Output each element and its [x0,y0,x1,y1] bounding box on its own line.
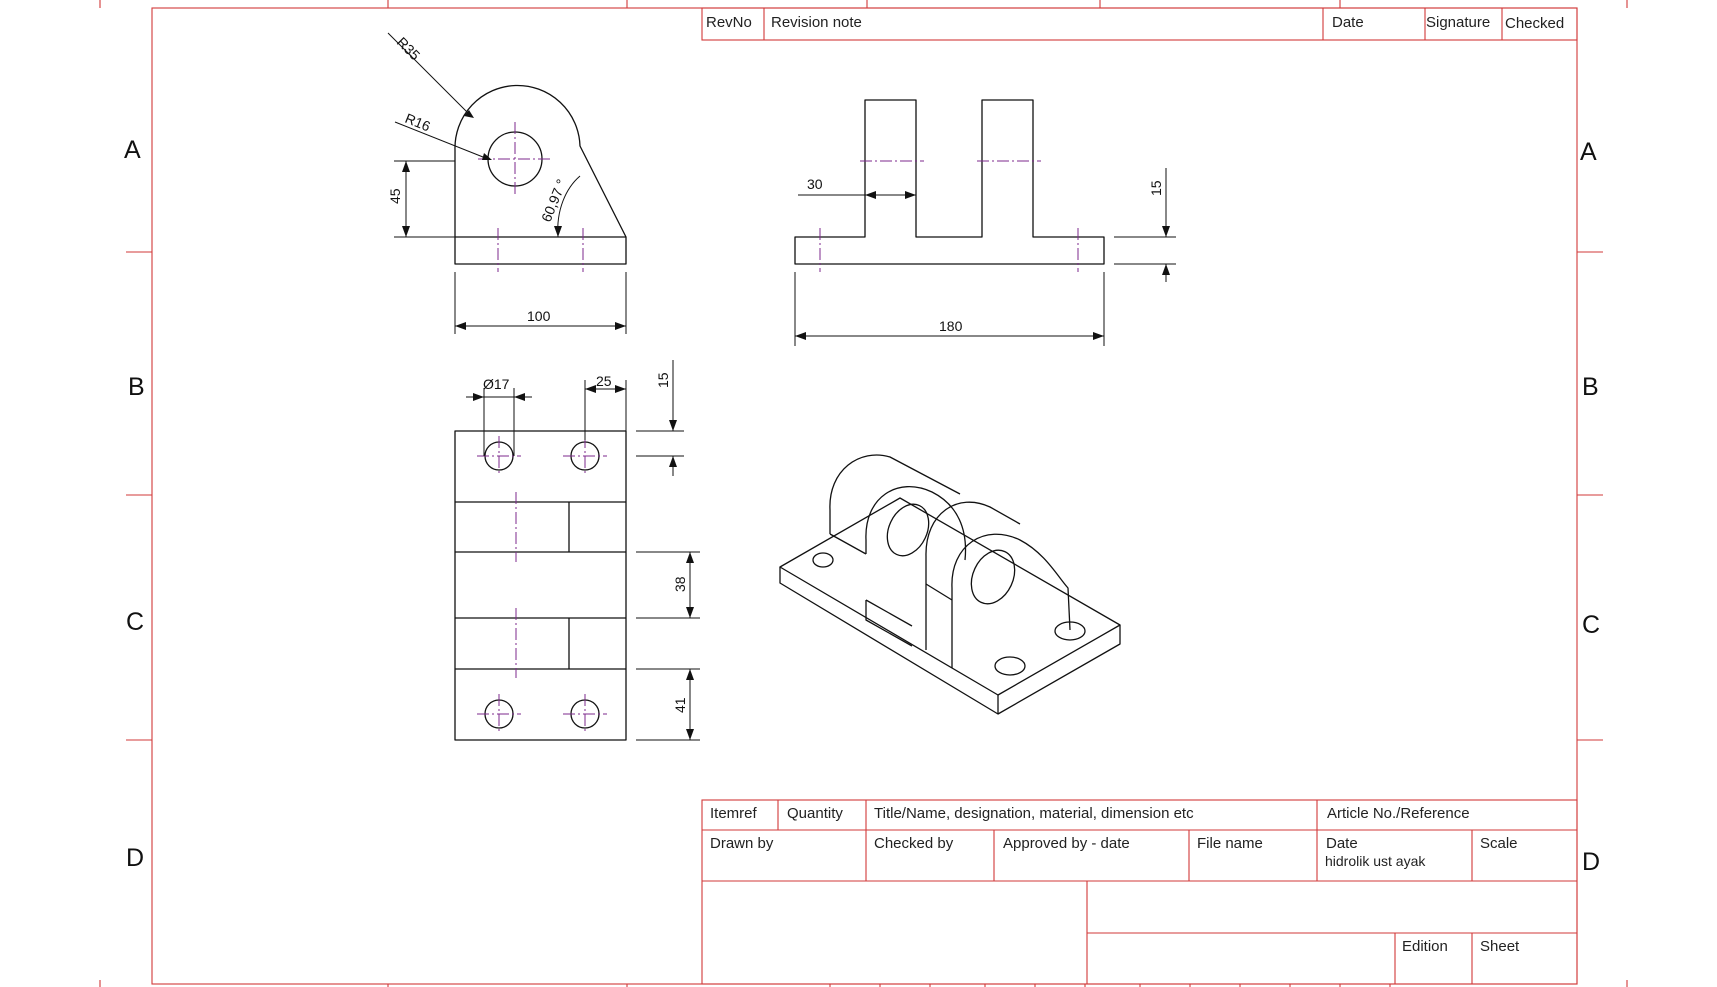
dim-41-label: 41 [672,697,688,713]
front-view: 30 15 180 [794,99,1176,346]
zone-label-b-right: B [1582,373,1599,401]
zone-label-a-left: A [124,136,141,164]
quantity-label: Quantity [787,805,843,822]
date-label: Date [1326,835,1358,852]
zone-label-c-right: C [1582,611,1600,639]
dim-dia17-label: Ø17 [483,376,510,392]
dim-r16-label: R16 [403,110,433,135]
drawing-frame [99,0,1628,987]
isometric-view [779,454,1121,715]
title-block: Itemref Quantity Title/Name, designation… [701,799,1578,985]
zone-label-c-left: C [126,608,144,636]
zone-label-d-right: D [1582,848,1600,876]
revision-revno-header: RevNo [706,14,752,31]
scale-label: Scale [1480,835,1518,852]
dim-15-top-label: 15 [655,372,671,388]
file-name-label: File name [1197,835,1263,852]
dim-15-front-label: 15 [1148,180,1164,196]
dim-r35-label: R35 [394,34,424,64]
checked-by-label: Checked by [874,835,954,852]
sheet-label: Sheet [1480,938,1520,955]
revision-table: RevNo Revision note Date Signature Check… [701,7,1578,41]
revision-date-header: Date [1332,14,1364,31]
dim-angle-label: 60,97 ° [538,177,570,224]
side-view: R35 R16 45 60,97 ° 100 [387,32,627,334]
zone-label-d-left: D [126,844,144,872]
zone-labels: A B C D A B C D [124,136,1600,876]
dim-25-label: 25 [596,373,612,389]
dim-38-label: 38 [672,576,688,592]
zone-label-a-right: A [1580,138,1597,166]
drawn-by-label: Drawn by [710,835,774,852]
top-view: Ø17 25 15 38 41 [454,360,700,741]
zone-label-b-left: B [128,373,145,401]
dim-100-label: 100 [527,308,551,324]
title-label: Title/Name, designation, material, dimen… [874,805,1194,822]
article-label: Article No./Reference [1327,805,1470,822]
dim-180-label: 180 [939,318,963,334]
revision-checked-header: Checked [1505,15,1564,32]
date-value: hidrolik ust ayak [1325,853,1426,869]
revision-signature-header: Signature [1426,14,1490,31]
revision-note-header: Revision note [771,14,862,31]
dim-30-label: 30 [807,176,823,192]
itemref-label: Itemref [710,805,758,822]
edition-label: Edition [1402,938,1448,955]
dim-45-label: 45 [387,188,403,204]
approved-by-label: Approved by - date [1003,835,1130,852]
